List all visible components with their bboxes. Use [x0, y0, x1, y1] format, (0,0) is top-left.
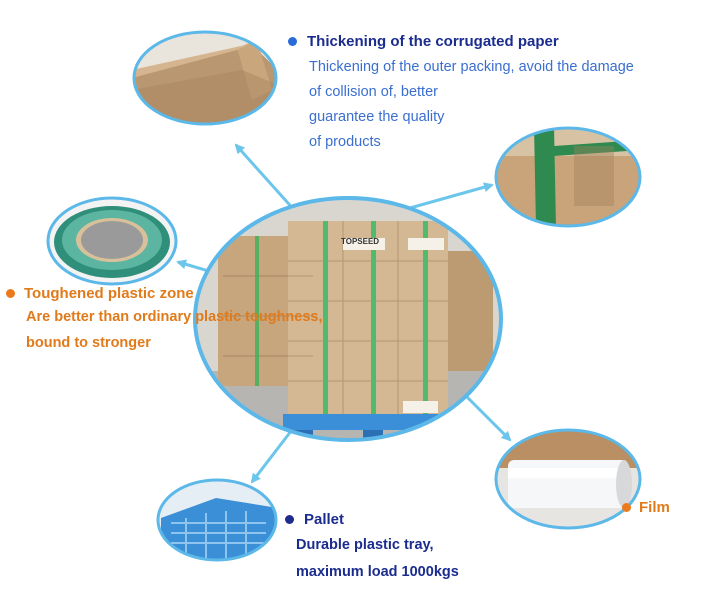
bullet-dot-icon	[6, 288, 15, 298]
corrugated-paper-image	[132, 30, 278, 126]
corrugated-description: Thickening of the outer packing, avoid t…	[309, 56, 634, 154]
film-roll-image	[494, 428, 642, 530]
central-pallet-image: TOPSEED	[193, 196, 503, 442]
corrugated-title-text: Thickening of the corrugated paper	[307, 33, 559, 50]
plastic-zone-callout: Toughened plastic zone Are better than o…	[6, 285, 323, 356]
corrugated-line: guarantee the quality	[309, 109, 445, 125]
plastic-zone-line: Are better than ordinary plastic toughne…	[26, 309, 323, 325]
corrugated-line: of products	[309, 134, 381, 150]
pallet-line: Durable plastic tray,	[296, 537, 434, 553]
plastic-pallet-image	[156, 478, 278, 562]
plastic-zone-line: bound to stronger	[26, 335, 151, 351]
corrugated-line: of collision of, better	[309, 84, 438, 100]
bullet-dot-icon	[622, 502, 631, 512]
pallet-description: Durable plastic tray, maximum load 1000k…	[296, 532, 459, 586]
strap-roll-image	[46, 196, 178, 286]
corrugated-line: Thickening of the outer packing, avoid t…	[309, 59, 634, 75]
plastic-zone-title: Toughened plastic zone	[6, 285, 323, 302]
film-title: Film	[622, 499, 670, 516]
plastic-zone-description: Are better than ordinary plastic toughne…	[26, 304, 323, 356]
strapped-box-image	[494, 126, 642, 228]
bullet-dot-icon	[285, 514, 294, 524]
plastic-zone-title-text: Toughened plastic zone	[24, 285, 194, 302]
film-title-text: Film	[639, 499, 670, 516]
corrugated-callout: Thickening of the corrugated paper Thick…	[288, 33, 634, 154]
pallet-title: Pallet	[285, 511, 459, 528]
bullet-dot-icon	[288, 36, 297, 46]
corrugated-title: Thickening of the corrugated paper	[288, 33, 634, 50]
film-callout: Film	[622, 499, 670, 516]
pallet-line: maximum load 1000kgs	[296, 564, 459, 580]
box-label: TOPSEED	[341, 237, 380, 246]
pallet-callout: Pallet Durable plastic tray, maximum loa…	[285, 511, 459, 586]
pallet-title-text: Pallet	[304, 511, 345, 528]
